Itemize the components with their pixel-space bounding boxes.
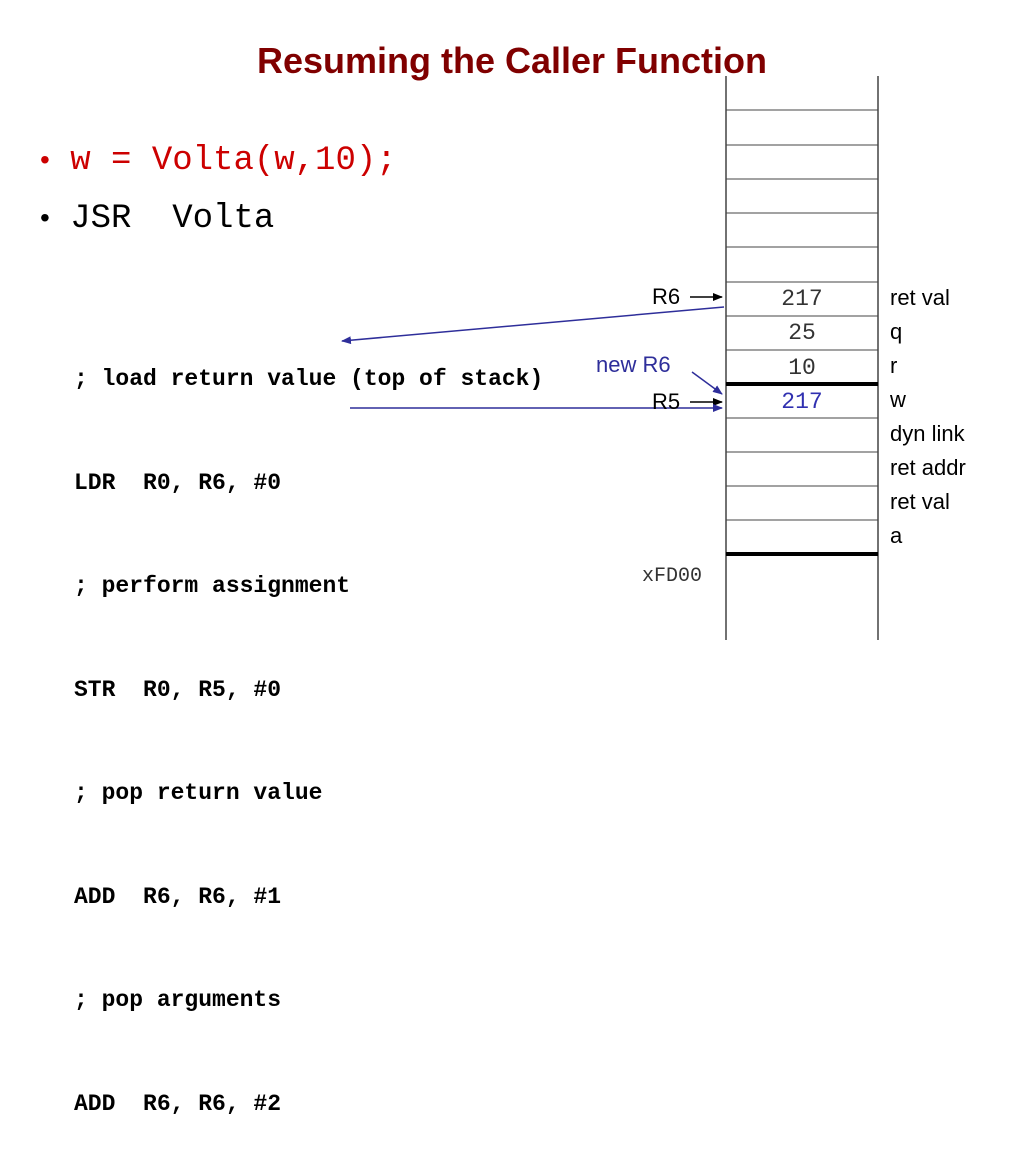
code-line: ADD R6, R6, #2 xyxy=(74,1090,282,1117)
bullet-call-statement: • w = Volta(w,10); xyxy=(40,142,397,180)
stack-label: q xyxy=(890,319,903,344)
stack-label: w xyxy=(890,387,906,412)
stack-cell-value-updated: 217 xyxy=(781,389,823,415)
stack-label: dyn link xyxy=(890,421,965,446)
new-r6-pointer-label: new R6 xyxy=(596,352,671,377)
r6-pointer-label: R6 xyxy=(652,284,681,309)
bullet-jsr: • JSR Volta xyxy=(40,200,274,238)
new-r6-pointer-arrow xyxy=(691,371,723,395)
stack-label: r xyxy=(890,353,898,378)
bullet-text: JSR Volta xyxy=(70,200,275,238)
stack-cell-value: 217 xyxy=(781,286,823,312)
slide-title: Resuming the Caller Function xyxy=(256,40,768,81)
stack-cell-value: 25 xyxy=(788,320,816,346)
bullet-text: w = Volta(w,10); xyxy=(70,142,397,180)
code-line: ; perform assignment xyxy=(74,573,351,599)
stack-base-address: xFD00 xyxy=(642,565,703,588)
stack-label: ret val xyxy=(890,489,950,514)
ldr-load-arrow xyxy=(341,306,725,345)
code-line: ; pop return value xyxy=(74,780,323,806)
stack-label: ret addr xyxy=(890,455,966,480)
code-line: ; load return value (top of stack) xyxy=(74,366,544,392)
code-line: ADD R6, R6, #1 xyxy=(74,883,282,910)
bullet-dot: • xyxy=(40,202,50,233)
code-line: STR R0, R5, #0 xyxy=(74,676,282,703)
bullet-dot: • xyxy=(40,144,50,175)
stack-label: ret val xyxy=(890,285,950,310)
stack-label: a xyxy=(890,523,903,548)
stack-diagram xyxy=(341,76,879,640)
code-line: LDR R0, R6, #0 xyxy=(74,469,282,496)
stack-cell-value: 10 xyxy=(788,355,816,381)
stack-dividers xyxy=(726,109,878,521)
code-line: ; pop arguments xyxy=(74,987,282,1013)
r5-pointer-label: R5 xyxy=(652,389,681,414)
